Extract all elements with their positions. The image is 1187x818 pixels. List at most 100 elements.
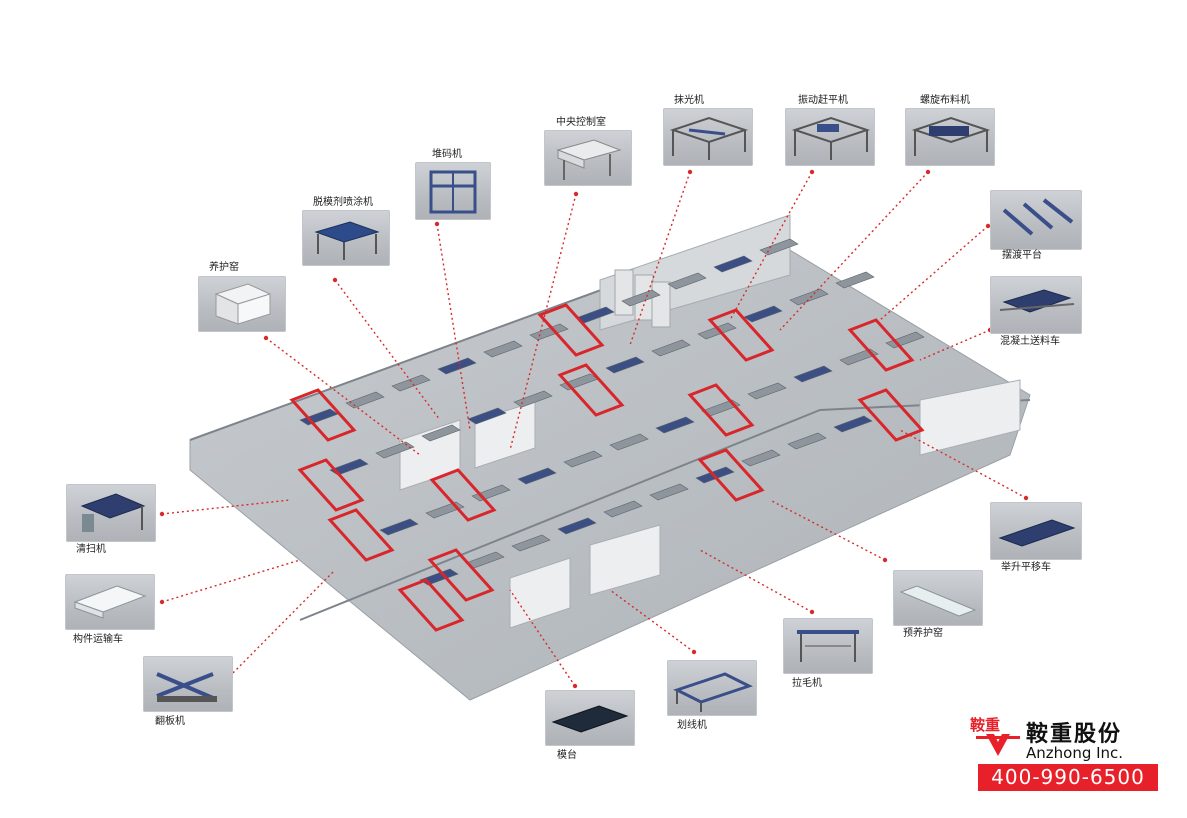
gantry-frame — [397, 578, 465, 632]
svg-text:鞍重: 鞍重 — [970, 716, 1000, 734]
label-yunshu: 构件运输车 — [73, 634, 123, 645]
mold-table-icon — [545, 690, 635, 746]
gantry-frame — [297, 458, 365, 512]
ferry-platform-icon — [990, 190, 1082, 250]
component-transport-icon — [65, 574, 155, 630]
gantry-frame — [857, 388, 925, 442]
label-jusheng: 举升平移车 — [1001, 562, 1051, 573]
mold-table — [747, 382, 787, 400]
leader-line — [899, 429, 1027, 499]
vibrating-leveler-icon — [785, 108, 875, 166]
leader-line — [729, 171, 813, 321]
gantry-frames — [289, 303, 925, 632]
label-zhendong: 振动赶平机 — [798, 95, 848, 106]
leader-line — [161, 559, 301, 603]
label-lamao: 拉毛机 — [792, 678, 822, 689]
kiln-long — [919, 379, 1021, 456]
mold-table — [563, 450, 603, 468]
gantry-frame — [289, 388, 357, 442]
leader-dot — [687, 169, 693, 175]
leader-dot — [263, 335, 269, 341]
lift-transfer-car-icon — [990, 502, 1082, 560]
mold-table — [513, 390, 553, 408]
leader-line — [769, 499, 886, 561]
leader-line — [161, 499, 291, 515]
mold-table — [651, 339, 691, 357]
mold-table — [759, 238, 799, 256]
mold-table — [437, 357, 477, 375]
gantry-frame — [557, 363, 625, 417]
callout-leaders — [159, 169, 1029, 689]
leader-line — [509, 589, 576, 687]
leader-line — [699, 549, 813, 613]
mold-table — [375, 441, 415, 459]
mold-table — [789, 288, 829, 306]
brand-name-en: Anzhong Inc. — [1026, 744, 1124, 762]
gantry-frame — [427, 548, 495, 602]
leader-dot — [573, 191, 579, 197]
leader-line — [334, 279, 441, 421]
gantry-frame — [537, 303, 605, 357]
mold-table — [329, 458, 369, 476]
gantry-frame — [327, 508, 395, 562]
cleaning-machine-icon — [66, 484, 156, 542]
pre-curing-box — [589, 524, 661, 596]
mold-table — [667, 272, 707, 290]
mold-table — [421, 424, 461, 442]
brand-name-cn: 鞍重股份 — [1026, 722, 1123, 747]
label-huaxian: 划线机 — [677, 720, 707, 731]
leader-line — [779, 171, 929, 331]
label-qingsao: 清扫机 — [76, 544, 106, 555]
mold-table — [621, 289, 661, 307]
leader-dot — [159, 599, 165, 605]
trowel-machine-icon — [663, 108, 753, 166]
pre-curing-box-2 — [509, 557, 571, 629]
marking-machine-icon — [667, 660, 757, 716]
mold-table — [609, 433, 649, 451]
leader-dot — [691, 649, 697, 655]
label-tuomoji: 脱模剂喷涂机 — [313, 197, 373, 208]
mold-tables — [299, 238, 925, 586]
leader-dot — [434, 221, 440, 227]
label-baibai: 摆渡平台 — [1002, 250, 1042, 261]
leader-line — [509, 193, 577, 451]
mold-table — [649, 483, 689, 501]
brand-phone[interactable]: 400-990-6500 — [978, 764, 1158, 791]
mold-table — [787, 432, 827, 450]
mold-table — [743, 305, 783, 323]
mold-table — [467, 407, 507, 425]
mold-table — [833, 415, 873, 433]
mold-table — [655, 416, 695, 434]
leader-dot — [159, 511, 165, 517]
mold-table — [391, 374, 431, 392]
mold-table — [605, 356, 645, 374]
gantry-frame — [687, 383, 755, 437]
mold-table — [793, 365, 833, 383]
gantry-frame — [429, 468, 497, 522]
spray-machine-icon — [302, 210, 390, 266]
label-songliao: 混凝土送料车 — [1000, 336, 1060, 347]
leader-dot — [985, 223, 991, 229]
leader-dot — [332, 277, 338, 283]
mold-table — [345, 391, 385, 409]
mold-table — [483, 340, 523, 358]
stacker-icon — [415, 162, 491, 220]
mold-table — [511, 534, 551, 552]
leader-dot — [882, 557, 888, 563]
label-motai: 模台 — [557, 750, 577, 761]
label-yanghuyao: 养护窑 — [209, 262, 239, 273]
leader-line — [225, 569, 336, 681]
mold-table — [839, 348, 879, 366]
mold-table — [603, 500, 643, 518]
leader-dot — [809, 169, 815, 175]
brushing-machine-icon — [783, 618, 873, 674]
mold-table — [713, 255, 753, 273]
label-luoxuan: 螺旋布料机 — [920, 95, 970, 106]
label-kongzhishi: 中央控制室 — [556, 117, 606, 128]
control-room-icon — [544, 130, 632, 186]
leader-line — [879, 225, 989, 321]
mold-table — [741, 449, 781, 467]
tilting-machine-icon — [143, 656, 233, 712]
